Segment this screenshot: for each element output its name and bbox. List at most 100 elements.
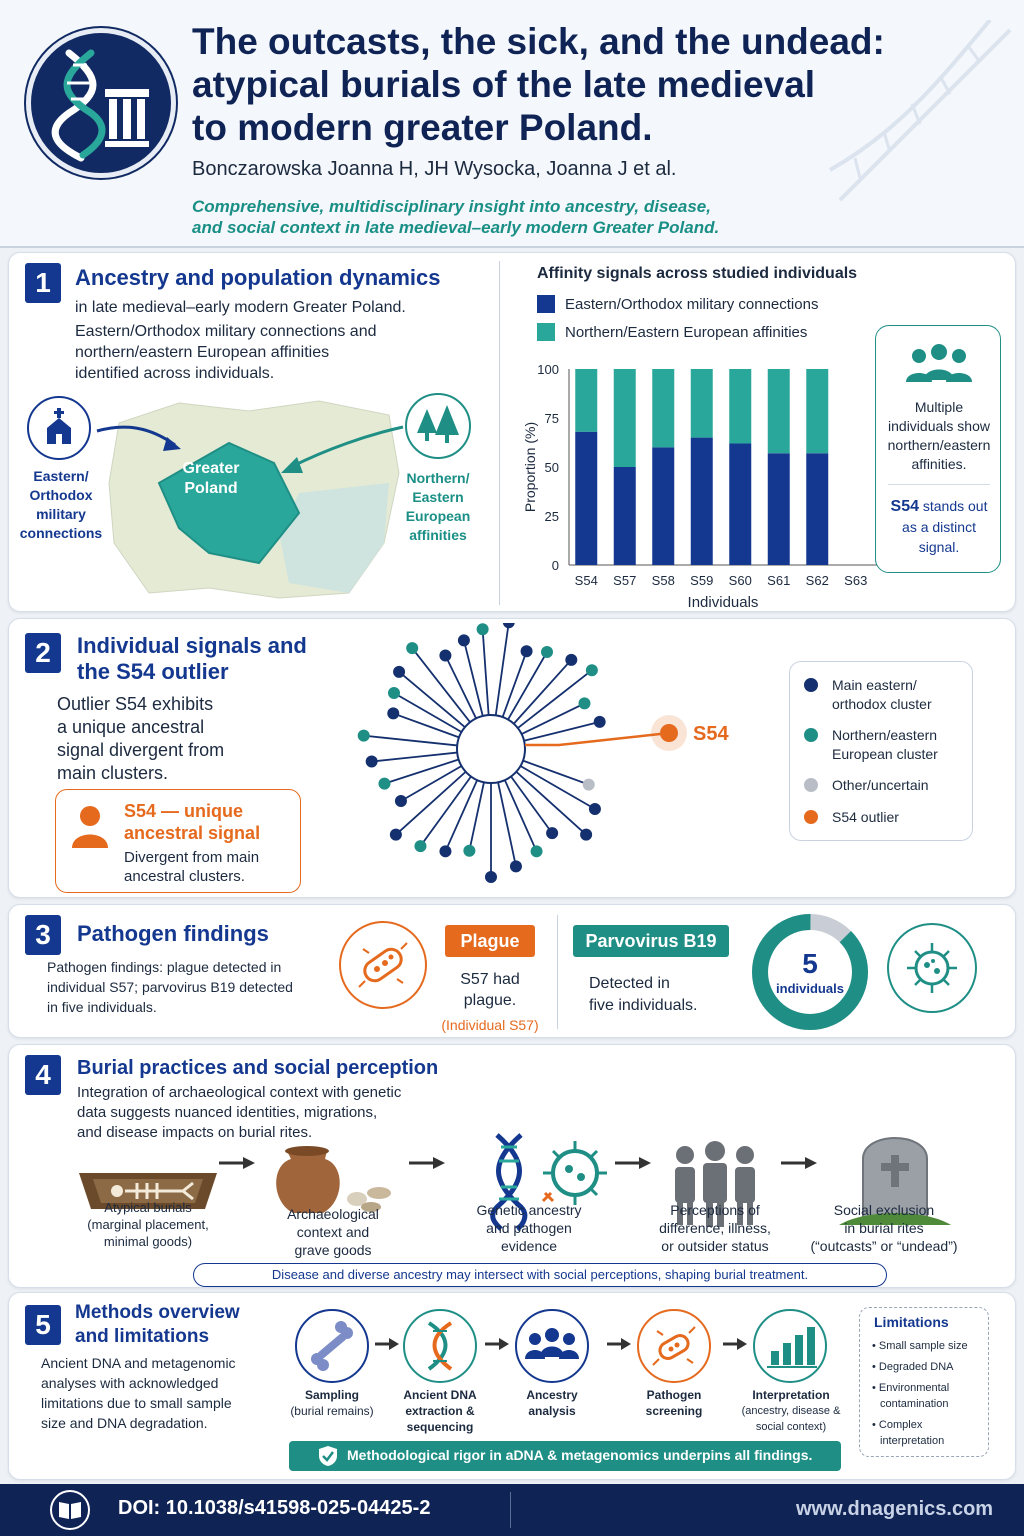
- tree-branch: [371, 751, 458, 763]
- section-ancestry: 1 Ancestry and population dynamics in la…: [8, 252, 1016, 612]
- footer: DOI: 10.1038/s41598-025-04425-2 www.dnag…: [0, 1484, 1024, 1536]
- label-line: Orthodox: [29, 487, 93, 503]
- legend-dot: [804, 678, 818, 692]
- desc-line: a unique ancestral: [57, 717, 205, 737]
- outlier-branch: [525, 731, 670, 747]
- limitations-box: Limitations • Small sample size • Degrad…: [859, 1307, 989, 1457]
- label-line: European: [405, 508, 471, 524]
- x-tick-label: S60: [729, 573, 752, 588]
- virus-icon: [887, 923, 977, 1013]
- tree-branch: [419, 775, 472, 847]
- x-tick-label: S58: [652, 573, 675, 588]
- tree-branch: [501, 650, 528, 718]
- legend-dot: [804, 778, 818, 792]
- bar-segment: [652, 447, 675, 565]
- step-label: Social exclusion in burial rites (“outca…: [799, 1201, 969, 1255]
- tree-leaf: [541, 646, 553, 659]
- section-title: Methods overview and limitations: [75, 1301, 240, 1349]
- pathogen-screening-icon: [637, 1309, 711, 1383]
- desc-line: and disease impacts on burial rites.: [77, 1124, 313, 1141]
- page-title: The outcasts, the sick, and the undead: …: [192, 20, 1012, 149]
- legend-swatch: [537, 323, 555, 341]
- tagline-line: Comprehensive, multidisciplinary insight…: [192, 197, 711, 216]
- legend-item: S54 outlier: [804, 808, 970, 827]
- section-outlier: 2 Individual signals and the S54 outlier…: [8, 618, 1016, 898]
- title-line: to modern greater Poland.: [192, 107, 653, 148]
- tree-leaf: [457, 634, 470, 647]
- tree-branch: [468, 782, 485, 851]
- label-line: Northern/: [406, 470, 470, 486]
- title-line: atypical burials of the late medieval: [192, 64, 816, 105]
- tree-branch: [463, 640, 484, 717]
- callout-bold: S54: [890, 498, 919, 515]
- tree-branch: [363, 734, 458, 747]
- limitations-list: • Small sample size • Degraded DNA • Env…: [872, 1338, 988, 1449]
- footer-divider: [510, 1492, 511, 1528]
- callout-line: as a distinct: [902, 519, 976, 535]
- interpretation-chart-icon: [753, 1309, 827, 1383]
- tree-branch: [517, 669, 593, 729]
- limitation-text: Environmental: [878, 1382, 950, 1394]
- bar-segment: [613, 369, 636, 467]
- method-step-label: Interpretation (ancestry, disease & soci…: [731, 1387, 851, 1435]
- tree-leaf: [546, 827, 559, 840]
- tree-leaf: [485, 871, 497, 883]
- legend-label: Main eastern/orthodox cluster: [832, 677, 932, 712]
- section-methods: 5 Methods overview and limitations Ancie…: [8, 1292, 1016, 1480]
- arrow-right-icon: [219, 1157, 255, 1169]
- step-line: (burial remains): [290, 1404, 374, 1418]
- tree-branch: [494, 623, 510, 716]
- step-label: Perceptions of difference, illness, or o…: [635, 1201, 795, 1255]
- parvovirus-text: Detected in five individuals.: [589, 973, 698, 1017]
- tree-leaf: [406, 642, 419, 655]
- desc-line: size and DNA degradation.: [41, 1415, 208, 1431]
- plague-bacteria-icon: [339, 921, 427, 1009]
- legend-item: Main eastern/orthodox cluster: [804, 676, 970, 714]
- book-icon: [50, 1490, 90, 1530]
- donut-label: individuals: [776, 981, 844, 996]
- desc-line: Pathogen findings: plague detected in: [47, 959, 282, 975]
- desc-line: identified across individuals.: [75, 365, 275, 382]
- arrow-right-icon: [375, 1338, 399, 1350]
- banner-text: Methodological rigor in aDNA & metagenom…: [347, 1447, 813, 1463]
- y-tick-label: 0: [552, 558, 559, 573]
- label-line: affinities: [409, 527, 467, 543]
- legend-item: Other/uncertain: [804, 776, 970, 795]
- arrow-to-region: [96, 425, 181, 451]
- website-link[interactable]: www.dnagenics.com: [796, 1498, 994, 1520]
- legend-label: Other/uncertain: [832, 777, 929, 793]
- tree-leaf: [585, 664, 598, 677]
- section-burial: 4 Burial practices and social perception…: [8, 1044, 1016, 1288]
- tree-leaf: [388, 687, 401, 699]
- tree-branch: [523, 721, 600, 742]
- tree-branch: [384, 758, 459, 785]
- box-title: S54 — unique ancestral signal: [124, 800, 260, 844]
- step-line: context and: [296, 1224, 370, 1240]
- desc-line: individual S57; parvovirus B19 detected: [47, 979, 293, 995]
- arrow-right-icon: [615, 1157, 651, 1169]
- tree-leaf: [588, 803, 601, 815]
- y-tick-label: 100: [537, 362, 559, 377]
- step-line: Atypical burials: [104, 1200, 192, 1215]
- desc-line: analyses with acknowledged: [41, 1375, 219, 1391]
- label-line: connections: [19, 525, 103, 541]
- donut-chart: [752, 914, 868, 1030]
- method-step-label: Ancient DNA extraction & sequencing: [385, 1387, 495, 1435]
- doi-link[interactable]: DOI: 10.1038/s41598-025-04425-2: [118, 1497, 431, 1519]
- legend-label: Northern/Eastern European affinities: [565, 324, 808, 341]
- plague-text-line: plague.: [463, 992, 517, 1009]
- bone-icon: [295, 1309, 369, 1383]
- arrow-right-icon: [485, 1338, 509, 1350]
- section-number: 1: [25, 263, 61, 303]
- bar-segment: [652, 369, 675, 448]
- plague-note: (Individual S57): [441, 1017, 539, 1033]
- plague-text: S57 had plague.: [435, 969, 545, 1011]
- limitation-item: • Small sample size: [872, 1340, 968, 1352]
- step-line: minimal goods): [103, 1234, 193, 1249]
- parvo-text-line: five individuals.: [589, 997, 698, 1014]
- callout-line: individuals show: [888, 418, 990, 434]
- tree-branch: [398, 671, 466, 728]
- step-label: Genetic ancestry and pathogen evidence: [449, 1201, 609, 1255]
- authors: Bonczarowska Joanna H, JH Wysocka, Joann…: [192, 158, 677, 180]
